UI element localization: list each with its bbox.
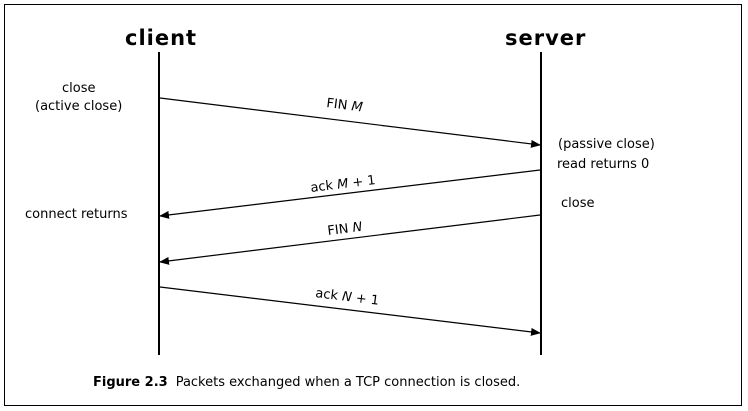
fin-m-label: FIN M	[326, 96, 364, 115]
server-close-label: close	[561, 196, 594, 211]
fin-n-arrow	[159, 214, 541, 265]
fin-m-arrow	[159, 97, 541, 148]
ack-m-arrow	[159, 169, 541, 219]
client-active-close-label: (active close)	[35, 99, 122, 114]
client-header: client	[125, 26, 197, 50]
server-passive-close-label: (passive close)	[558, 137, 655, 152]
server-header: server	[505, 26, 586, 50]
fin-n-label: FIN N	[327, 220, 364, 239]
client-connect-returns-label: connect returns	[25, 207, 128, 222]
server-read-returns-label: read returns 0	[557, 157, 649, 172]
figure-caption-label: Figure 2.3	[93, 375, 168, 390]
figure-frame	[4, 4, 742, 406]
figure-caption-text: Packets exchanged when a TCP connection …	[176, 375, 521, 390]
ack-n-arrow	[159, 286, 541, 336]
client-close-label: close	[62, 81, 95, 96]
ack-n-label: ack N + 1	[315, 286, 380, 309]
figure-caption: Figure 2.3 Packets exchanged when a TCP c…	[93, 375, 520, 390]
ack-m-label: ack M + 1	[310, 173, 377, 196]
